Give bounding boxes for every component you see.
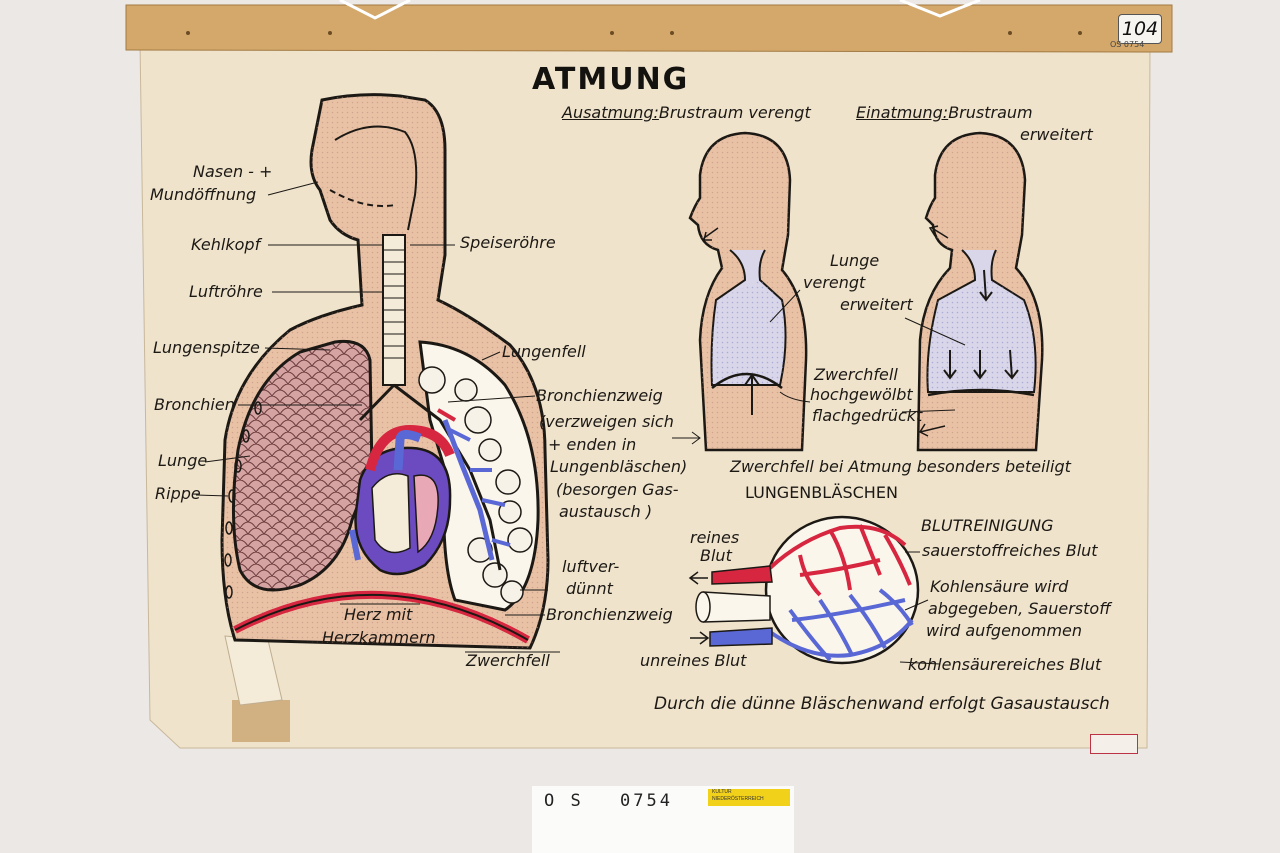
label-blutreinigung: BLUTREINIGUNG: [921, 516, 1054, 535]
label-lungenspitze: Lungenspitze: [153, 338, 260, 357]
inhale-figure: [916, 131, 1044, 452]
label-kohlensaeurereich: kohlensäurereiches Blut: [908, 655, 1102, 674]
label-verzweigen-5: austausch ): [559, 502, 653, 521]
museum-card: O S 0754 KULTUR NIEDERÖSTERREICH: [532, 786, 794, 853]
institution-badge: KULTUR NIEDERÖSTERREICH: [708, 789, 790, 806]
alveolus-diagram: [688, 515, 920, 665]
label-kohlensaeure-1: Kohlensäure wird: [930, 577, 1069, 596]
exhale-figure: [688, 131, 808, 452]
hanging-rail: [125, 0, 1173, 53]
label-bronchienzweig: Bronchienzweig: [536, 386, 663, 405]
label-zwerchfell-head: Zwerchfell: [814, 365, 898, 384]
label-zwerchfell: Zwerchfell: [466, 651, 550, 670]
breathing-note: Zwerchfell bei Atmung besonders beteilig…: [730, 457, 1071, 476]
label-luftverduennt-1: luftver-: [562, 557, 620, 576]
label-lunge-head: Lunge: [830, 251, 880, 270]
label-verzweigen-4: (besorgen Gas-: [556, 480, 679, 499]
exhale-heading: Ausatmung:Brustraum verengt: [562, 103, 811, 122]
label-unreines: unreines Blut: [640, 651, 747, 670]
catalog-tag: 104: [1118, 14, 1162, 44]
label-verengt: verengt: [803, 273, 866, 292]
label-nasen: Nasen - +: [193, 162, 273, 181]
label-verzweigen-1: (verzweigen sich: [539, 412, 674, 431]
label-luftroehre: Luftröhre: [189, 282, 263, 301]
label-hochgewoelbt: hochgewölbt: [810, 385, 913, 404]
label-herz-1: Herz mit: [344, 605, 413, 624]
label-verzweigen-2: + enden in: [548, 435, 637, 454]
label-erweitert: erweitert: [840, 295, 913, 314]
label-lunge: Lunge: [158, 451, 208, 470]
label-flachgedrueckt: flachgedrückt: [812, 406, 923, 425]
publisher-stamp: [1090, 734, 1138, 754]
label-verzweigen-3: Lungenbläschen): [550, 457, 688, 476]
inhale-heading: Einatmung:Brustraum: [856, 103, 1033, 122]
label-kohlensaeure-2: abgegeben, Sauerstoff: [928, 599, 1111, 618]
torso-diagram: [195, 93, 560, 653]
inhale-heading-2: erweitert: [1020, 125, 1093, 144]
label-lungenfell: Lungenfell: [502, 342, 586, 361]
alveolus-leaders: [899, 551, 941, 665]
label-reines-2: Blut: [700, 546, 732, 565]
label-speiseroehre: Speiseröhre: [460, 233, 556, 252]
alveoli-heading: LUNGENBLÄSCHEN: [745, 483, 898, 502]
label-kohlensaeure-3: wird aufgenommen: [926, 621, 1083, 640]
label-sauerstoffreich: sauerstoffreiches Blut: [922, 541, 1098, 560]
label-herz-2: Herzkammern: [322, 628, 436, 647]
label-gasaustausch: Durch die dünne Bläschenwand erfolgt Gas…: [654, 694, 1110, 714]
label-bronchien: Bronchien: [154, 395, 235, 414]
label-mundoeffnung: Mundöffnung: [150, 185, 257, 204]
card-number: 0754: [620, 791, 673, 811]
label-rippe: Rippe: [155, 484, 201, 503]
card-prefix: O S: [544, 791, 584, 811]
label-kehlkopf: Kehlkopf: [191, 235, 261, 254]
poster-title: ATMUNG: [532, 62, 690, 97]
badge-line-2: NIEDERÖSTERREICH: [712, 796, 764, 802]
label-luftverduennt-2: dünnt: [566, 579, 613, 598]
catalog-tag-small: OS 0754: [1110, 40, 1145, 49]
badge-line-1: KULTUR: [712, 789, 732, 795]
breathing-leaders: [672, 289, 966, 445]
label-bronchienzweig-2: Bronchienzweig: [546, 605, 673, 624]
label-reines-1: reines: [690, 528, 740, 547]
